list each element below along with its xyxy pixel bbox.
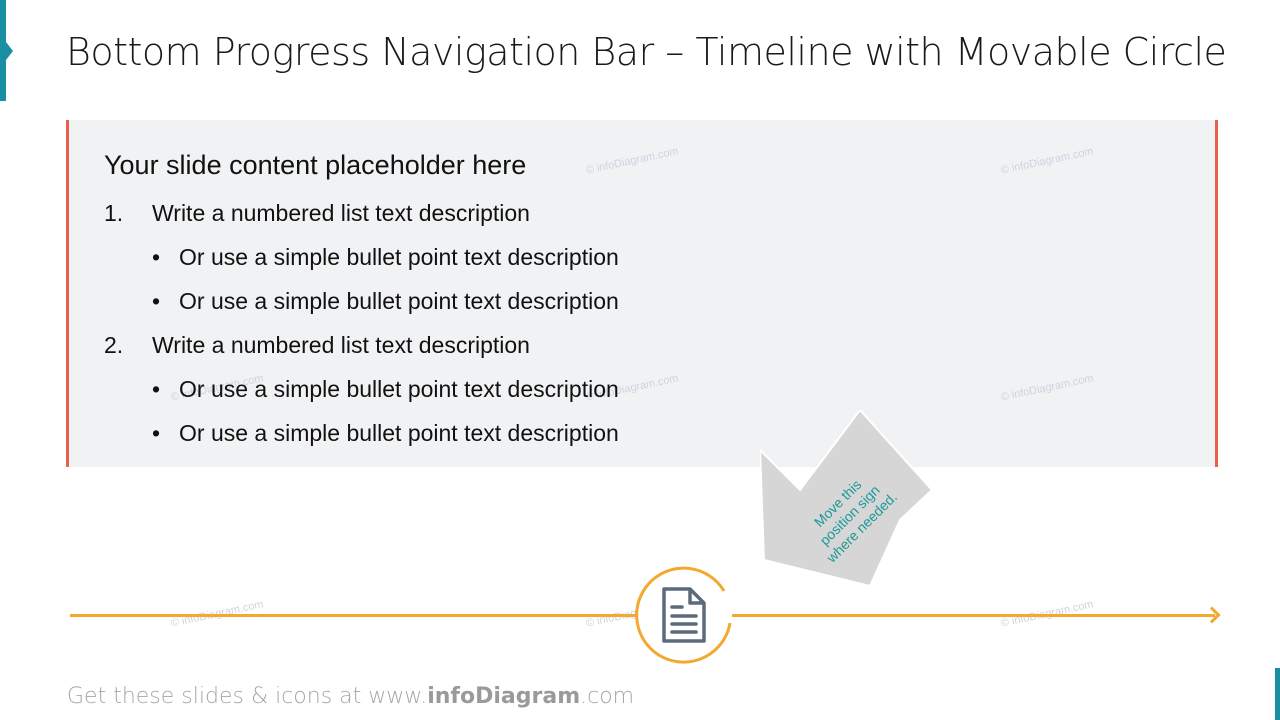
slide-title: Bottom Progress Navigation Bar – Timelin… xyxy=(66,30,1227,74)
bullet-text: Or use a simple bullet point text descri… xyxy=(179,420,619,446)
bullet-text: Or use a simple bullet point text descri… xyxy=(179,244,619,270)
bullet-glyph: • xyxy=(152,376,161,402)
left-accent-notch xyxy=(6,42,13,60)
bullet-glyph: • xyxy=(152,420,161,446)
document-icon xyxy=(662,587,706,643)
item-number: 2. xyxy=(104,332,124,358)
right-accent-tab xyxy=(1275,668,1280,720)
bullet-glyph: • xyxy=(152,288,161,314)
item-text: Write a numbered list text description xyxy=(152,332,530,358)
content-placeholder-box xyxy=(66,120,1218,467)
movable-position-circle[interactable] xyxy=(634,565,734,665)
bullet-text: Or use a simple bullet point text descri… xyxy=(179,376,619,402)
item-number: 1. xyxy=(104,200,124,226)
bullet-glyph: • xyxy=(152,244,161,270)
footer-credit: Get these slides & icons at www.infoDiag… xyxy=(67,684,635,709)
timeline-arrowhead-icon xyxy=(1203,606,1221,624)
left-accent-tab xyxy=(0,0,6,101)
move-position-callout-arrow[interactable] xyxy=(760,410,940,590)
item-text: Write a numbered list text description xyxy=(152,200,530,226)
bullet-text: Or use a simple bullet point text descri… xyxy=(179,288,619,314)
footer-brand[interactable]: infoDiagram xyxy=(427,684,581,709)
content-heading: Your slide content placeholder here xyxy=(104,150,527,180)
